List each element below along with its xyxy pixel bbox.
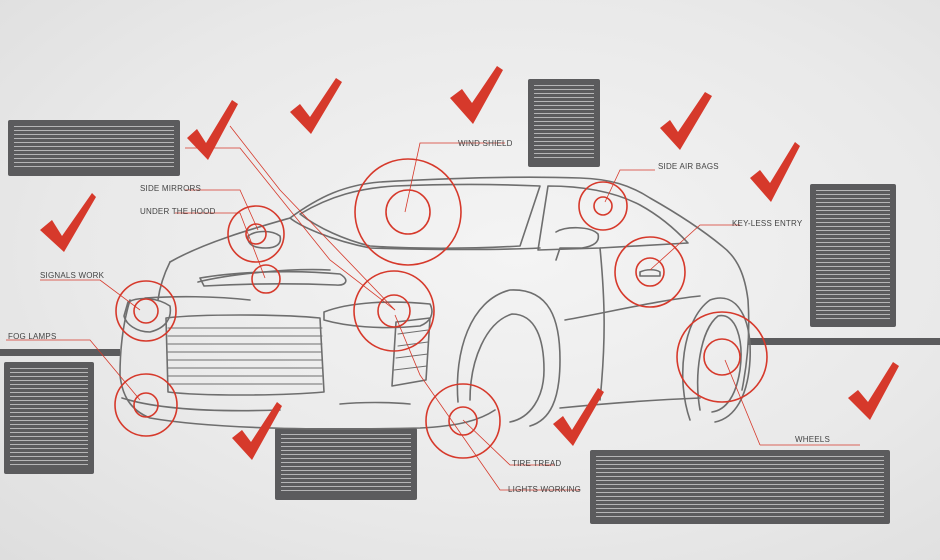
under-the-hood-target — [251, 264, 281, 294]
wheels-target — [676, 311, 768, 403]
text-block-bottom-center — [275, 428, 417, 500]
check-icon — [553, 388, 604, 446]
headlight-target — [353, 270, 435, 352]
left-divider-band — [0, 349, 120, 356]
text-block-top-left — [8, 120, 180, 176]
label-tire-tread: TIRE TREAD — [512, 459, 562, 468]
label-wind-shield: WIND SHIELD — [458, 139, 513, 148]
label-under-the-hood: UNDER THE HOOD — [140, 207, 216, 216]
label-fog-lamps: FOG LAMPS — [8, 332, 57, 341]
text-block-bottom-right — [590, 450, 890, 524]
fog-lamps-target — [114, 373, 178, 437]
check-icon — [187, 100, 238, 160]
check-icon — [848, 362, 899, 420]
wind-shield-target — [354, 158, 462, 266]
check-icon — [450, 66, 503, 124]
key-less-entry-target — [614, 236, 686, 308]
label-lights-working: LIGHTS WORKING — [508, 485, 582, 494]
inspection-circles — [114, 158, 768, 459]
text-block-right — [810, 184, 896, 327]
label-side-air-bags: SIDE AIR BAGS — [658, 162, 719, 171]
tire-tread-target — [425, 383, 501, 459]
text-block-top-center — [528, 79, 600, 167]
label-signals-work: SIGNALS WORK — [40, 271, 105, 280]
label-key-less-entry: KEY-LESS ENTRY — [732, 219, 803, 228]
check-marks — [40, 66, 899, 460]
check-icon — [660, 92, 712, 150]
right-divider-band — [748, 338, 940, 345]
check-icon — [232, 402, 282, 460]
label-wheels: WHEELS — [795, 435, 830, 444]
check-icon — [290, 78, 342, 134]
text-block-left — [4, 362, 94, 474]
signals-work-target — [115, 280, 177, 342]
side-air-bags-target — [578, 181, 628, 231]
side-mirrors-target — [227, 205, 285, 263]
check-icon — [40, 193, 96, 252]
label-side-mirrors: SIDE MIRRORS — [140, 184, 202, 193]
check-icon — [750, 142, 800, 202]
